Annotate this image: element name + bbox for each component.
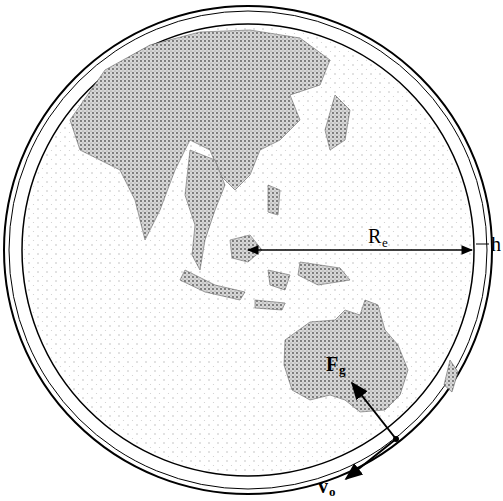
earth-surface [22, 24, 474, 476]
ocean-texture [24, 26, 472, 474]
indochina [185, 150, 225, 270]
altitude-leader [476, 244, 489, 245]
radius-symbol: R [368, 226, 381, 246]
force-symbol: F [326, 354, 338, 374]
force-subscript: g [339, 363, 346, 376]
philippines [268, 185, 280, 215]
orbit-inner [9, 11, 487, 489]
australia-continent [284, 300, 408, 412]
velocity-arrow [346, 439, 396, 479]
new-zealand [444, 360, 458, 392]
radius-subscript: e [382, 236, 388, 249]
japan-islands [325, 95, 350, 150]
radius-arrow [248, 249, 472, 250]
orbit-outer [4, 6, 492, 494]
velocity-symbol: v [318, 476, 328, 496]
altitude-symbol: h [491, 234, 501, 254]
indonesia-islands [180, 235, 350, 310]
velocity-subscript: o [329, 485, 336, 498]
gravity-force-arrow [352, 383, 396, 439]
